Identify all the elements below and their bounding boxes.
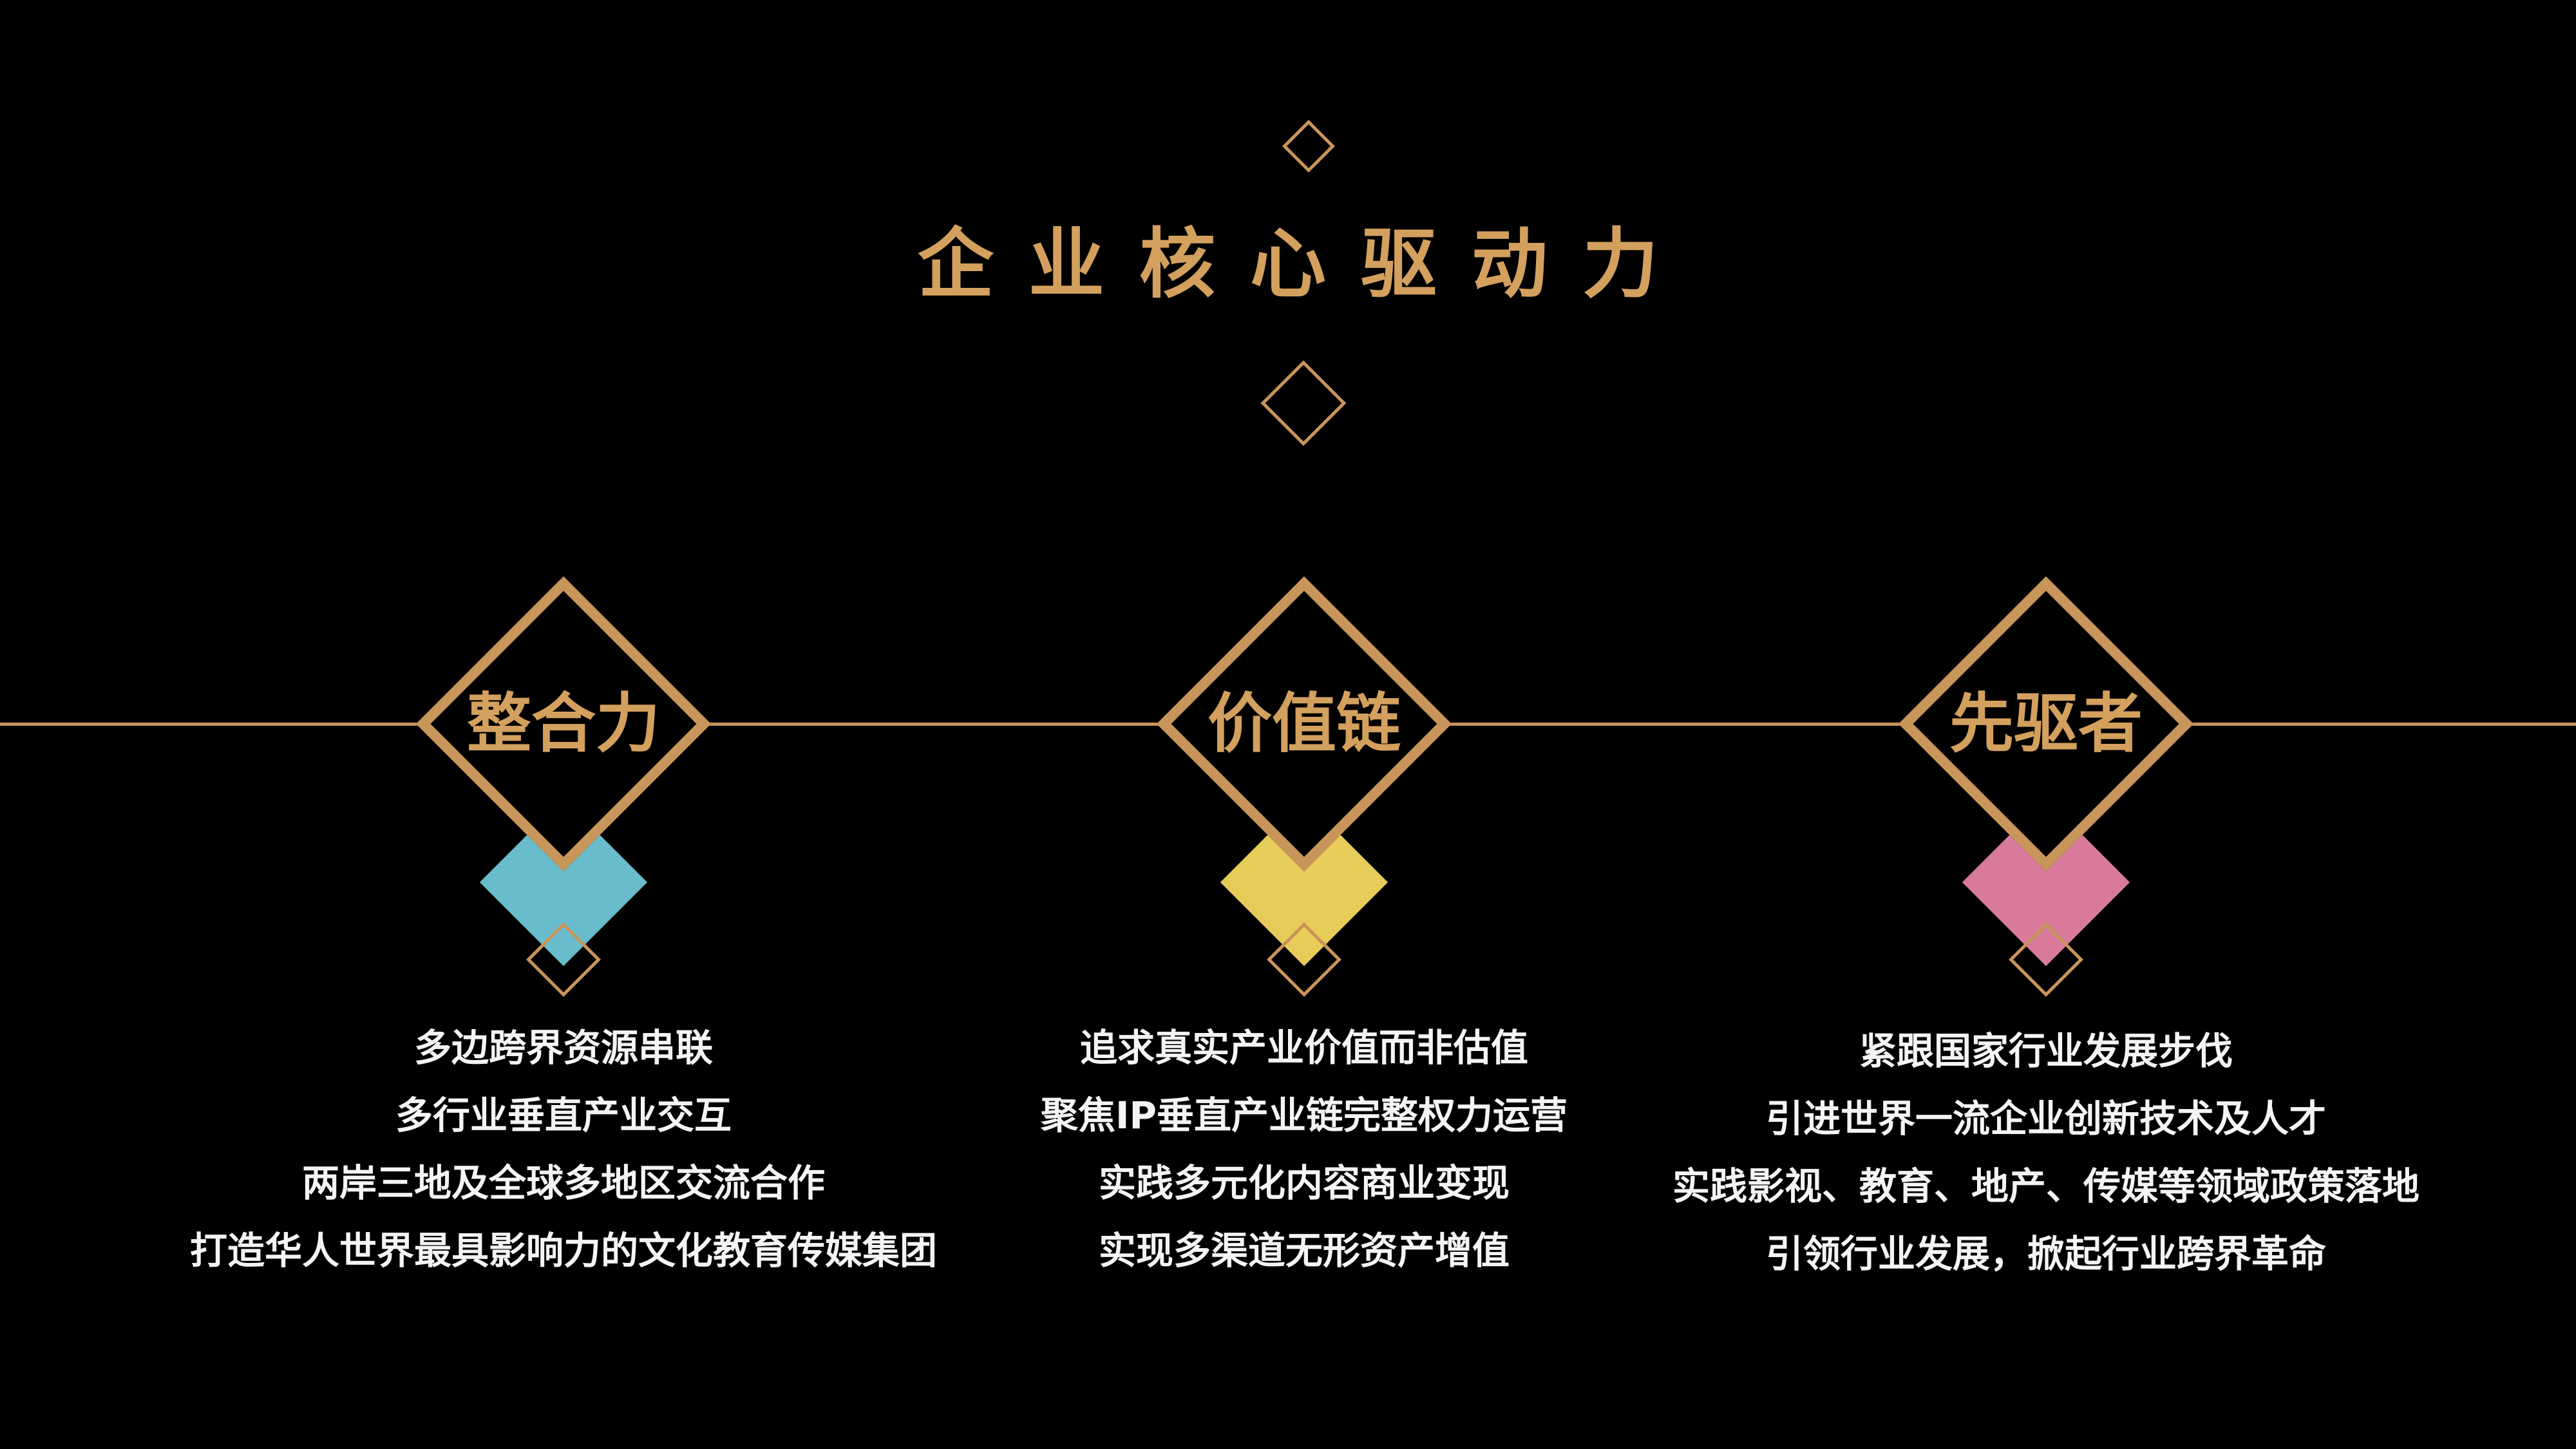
description-line: 两岸三地及全球多地区交流合作 xyxy=(301,1161,825,1205)
description-line: 多边跨界资源串联 xyxy=(413,1026,713,1070)
description-line: 引进世界一流企业创新技术及人才 xyxy=(1765,1097,2326,1141)
pillar-label: 先驱者 xyxy=(1949,686,2143,761)
description-line: 实践多元化内容商业变现 xyxy=(1098,1161,1510,1205)
description-line: 紧跟国家行业发展步伐 xyxy=(1859,1029,2233,1073)
pillar-description: 多边跨界资源串联 多行业垂直产业交互 两岸三地及全球多地区交流合作 打造华人世界… xyxy=(145,1014,982,1285)
description-line: 聚焦IP垂直产业链完整权力运营 xyxy=(1040,1094,1568,1137)
pillar-description: 追求真实产业价值而非估值 聚焦IP垂直产业链完整权力运营 实践多元化内容商业变现… xyxy=(886,1014,1723,1285)
description-line: 打造华人世界最具影响力的文化教育传媒集团 xyxy=(189,1229,937,1273)
description-line: 引领行业发展，掀起行业跨界革命 xyxy=(1765,1232,2326,1276)
page-title: 企业核心驱动力 xyxy=(917,220,1693,308)
description-line: 实现多渠道无形资产增值 xyxy=(1098,1229,1510,1273)
description-line: 追求真实产业价值而非估值 xyxy=(1079,1026,1528,1070)
description-line: 多行业垂直产业交互 xyxy=(395,1094,732,1137)
pillar-label: 整合力 xyxy=(467,686,660,761)
title-divider-diamond-icon xyxy=(1260,360,1347,446)
top-small-diamond-icon xyxy=(1282,119,1336,173)
description-line: 实践影视、教育、地产、传媒等领域政策落地 xyxy=(1672,1164,2420,1208)
pillar-label: 价值链 xyxy=(1208,686,1401,761)
pillar-description: 紧跟国家行业发展步伐 引进世界一流企业创新技术及人才 实践影视、教育、地产、传媒… xyxy=(1627,1018,2465,1288)
